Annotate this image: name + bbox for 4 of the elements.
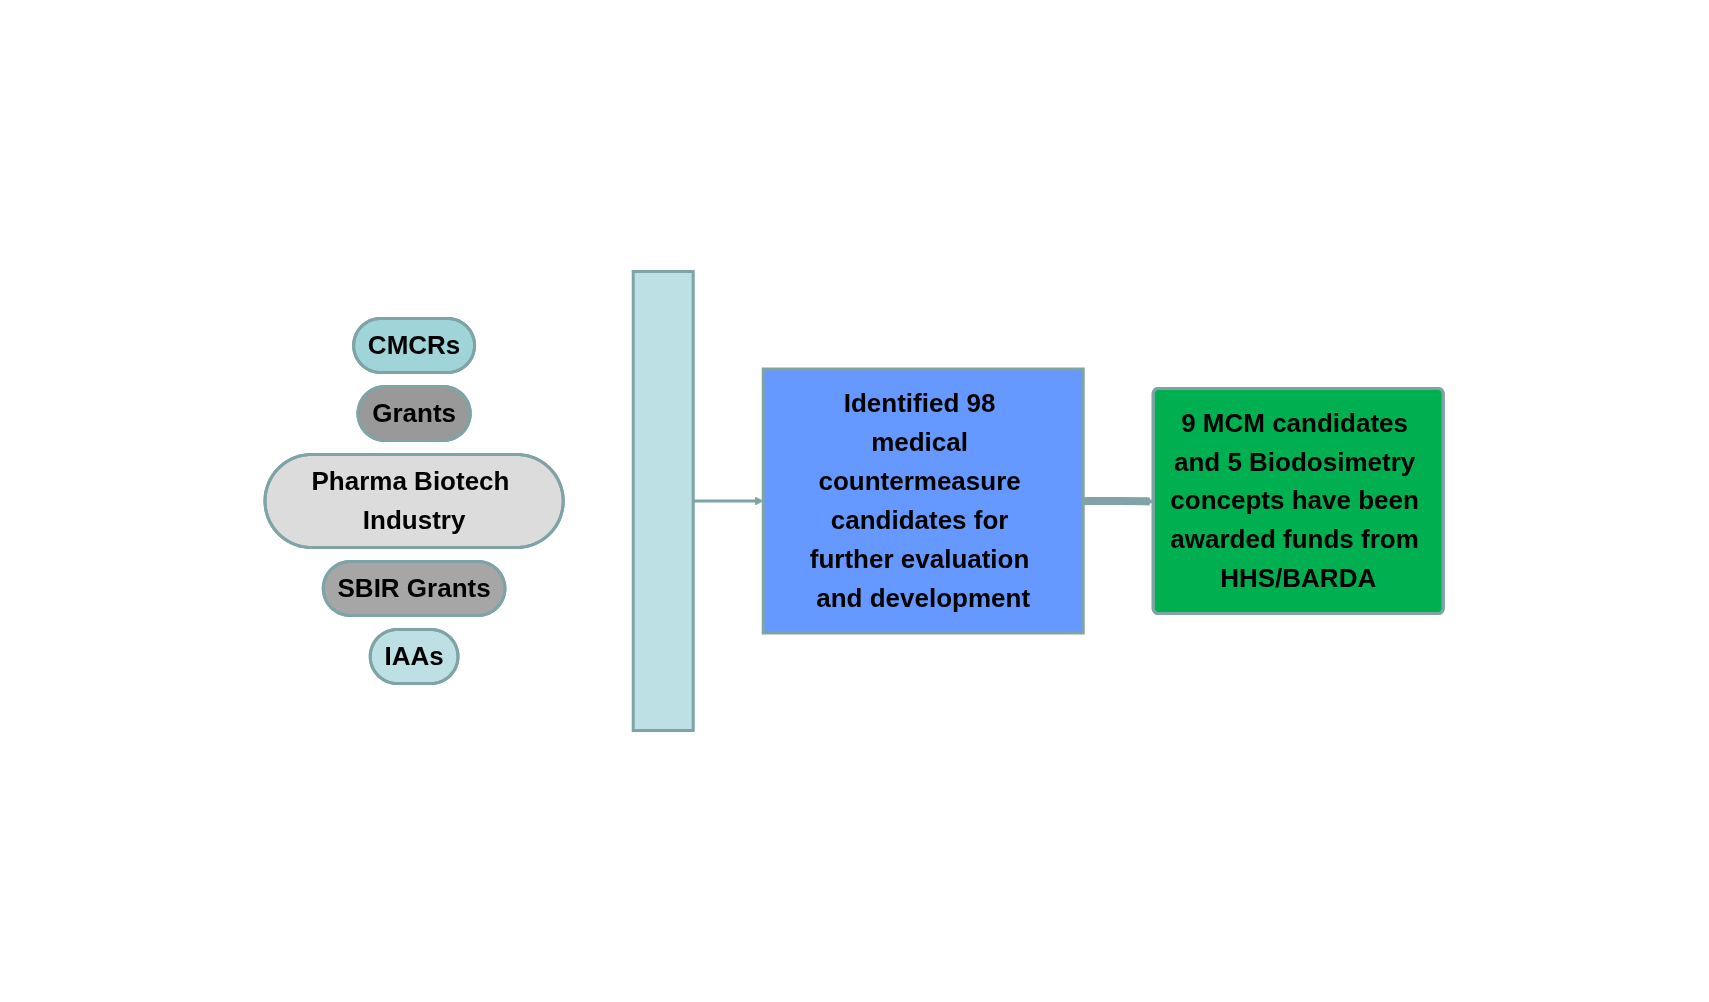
arrow — [1083, 497, 1155, 506]
node-box: Identified 98 medical countermeasure candidates for further evaluation and development — [762, 367, 1086, 635]
node-bar — [632, 270, 696, 732]
arrow — [693, 496, 764, 506]
